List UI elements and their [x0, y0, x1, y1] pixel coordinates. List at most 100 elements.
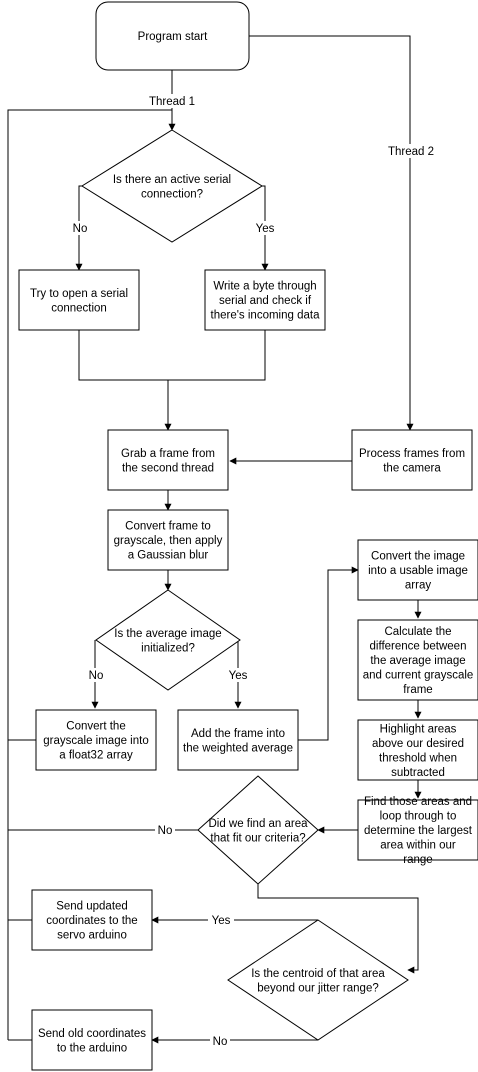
- calc-diff-label-line: and current grayscale: [363, 670, 474, 682]
- edge-loop-rail: [7, 109, 172, 1040]
- grab-frame-shape: [107, 429, 229, 491]
- send-updated-shape: [31, 889, 153, 951]
- label-thread1: Thread 1: [149, 96, 195, 108]
- label-avg-no: No: [89, 670, 104, 682]
- write-byte-shape: [204, 269, 326, 331]
- label-area-no: No: [158, 825, 173, 837]
- find-areas-shape: [357, 799, 478, 861]
- process-frames-label: Process frames from the camera: [359, 448, 465, 475]
- edges: [7, 35, 422, 1044]
- calc-diff-label-line: the average image: [370, 655, 465, 667]
- jitter-label-line: Is the centroid of that area: [251, 968, 385, 980]
- highlight-label-line: threshold when: [379, 752, 457, 764]
- write-byte-label-line: Write a byte through: [213, 281, 316, 293]
- send-updated-label-line: Send updated: [56, 901, 128, 913]
- send-old-shape: [31, 1009, 153, 1071]
- open-serial-label-line: connection: [51, 302, 107, 314]
- calc-diff-label-line: difference between: [370, 641, 467, 653]
- jitter-shape: [227, 919, 409, 1041]
- label-avg-yes: Yes: [229, 670, 248, 682]
- calc-diff-label: Calculate the difference between the avera…: [363, 626, 474, 696]
- avg-init-shape: [95, 589, 241, 691]
- serial-check-label-line: connection?: [141, 188, 203, 200]
- write-byte-label-line: serial and check if: [219, 295, 312, 307]
- edge-serial-no: [75, 185, 83, 271]
- write-byte-label-line: there's incoming data: [211, 310, 321, 322]
- label-thread2: Thread 2: [388, 146, 434, 158]
- highlight-label-line: subtracted: [391, 767, 445, 779]
- usable-array-label-line: array: [405, 580, 431, 592]
- calc-diff-label-line: frame: [403, 684, 432, 696]
- add-weighted-label-line: the weighted average: [183, 742, 293, 754]
- process-frames-label-line: Process frames from: [359, 448, 465, 460]
- edge-labels: Thread 1 Thread 2 No Yes No Yes No Yes N…: [70, 94, 436, 1048]
- convert-float-label-line: Convert the: [66, 721, 125, 733]
- convert-float-label-line: grayscale image into: [43, 735, 148, 747]
- jitter-label: Is the centroid of that area beyond our j…: [251, 968, 385, 995]
- jitter-label-line: beyond our jitter range?: [257, 982, 378, 994]
- node-calc-diff: Calculate the difference between the avera…: [357, 619, 478, 701]
- edge-start-to-process-frames: [249, 35, 414, 431]
- convert-gray-label-line: a Gaussian blur: [128, 550, 209, 562]
- grab-frame-label: Grab a frame from the second thread: [121, 448, 215, 475]
- serial-check-label: Is there an active serial connection?: [113, 174, 231, 201]
- add-weighted-label-line: Add the frame into: [191, 728, 285, 740]
- find-areas-label-line: determine the largest: [364, 825, 473, 837]
- area-found-label: Did we find an area that fit our criteria…: [208, 818, 308, 845]
- write-byte-label: Write a byte through serial and check if t…: [211, 281, 321, 322]
- grab-frame-label-line: the second thread: [122, 462, 214, 474]
- node-start: Program start: [95, 1, 250, 71]
- convert-float-label: Convert the grayscale image into a float32…: [43, 721, 148, 762]
- label-jitter-yes: Yes: [212, 915, 231, 927]
- convert-float-shape: [35, 709, 157, 771]
- add-weighted-label: Add the frame into the weighted average: [183, 728, 293, 755]
- area-found-label-line: Did we find an area: [208, 818, 308, 830]
- calc-diff-shape: [357, 619, 478, 701]
- usable-array-label-line: Convert the image: [371, 551, 465, 563]
- serial-check-shape: [81, 129, 263, 243]
- send-updated-label-line: coordinates to the: [46, 915, 137, 927]
- grab-frame-label-line: Grab a frame from: [121, 448, 215, 460]
- edge-area-found-to-jitter: [257, 884, 419, 974]
- add-weighted-shape: [177, 709, 299, 771]
- start-shape: [95, 1, 250, 71]
- avg-init-label-line: Is the average image: [114, 628, 221, 640]
- find-areas-label-line: range: [403, 854, 432, 866]
- node-process-frames: Process frames from the camera: [351, 429, 473, 491]
- node-area-found: Did we find an area that fit our criteria…: [197, 775, 319, 885]
- convert-gray-label-line: grayscale, then apply: [114, 535, 223, 547]
- serial-check-label-line: Is there an active serial: [113, 174, 231, 186]
- edge-add-weighted-to-usable-array: [298, 566, 359, 741]
- process-frames-label-line: the camera: [383, 462, 441, 474]
- edge-serial-yes: [261, 185, 269, 271]
- highlight-shape: [357, 719, 478, 781]
- start-label: Program start: [138, 31, 208, 43]
- convert-float-label-line: a float32 array: [59, 750, 133, 762]
- label-serial-yes: Yes: [256, 223, 275, 235]
- find-areas-label-line: area within our: [380, 840, 456, 852]
- usable-array-shape: [357, 539, 478, 601]
- node-add-weighted: Add the frame into the weighted average: [177, 709, 299, 771]
- label-jitter-no: No: [213, 1036, 228, 1048]
- calc-diff-label-line: Calculate the: [384, 626, 451, 638]
- area-found-label-line: that fit our criteria?: [210, 832, 305, 844]
- area-found-shape: [197, 775, 319, 885]
- send-old-label-line: Send old coordinates: [38, 1028, 146, 1040]
- convert-gray-shape: [107, 509, 229, 571]
- node-write-byte: Write a byte through serial and check if t…: [204, 269, 326, 331]
- convert-gray-label-line: Convert frame to: [125, 521, 211, 533]
- label-serial-no: No: [73, 223, 88, 235]
